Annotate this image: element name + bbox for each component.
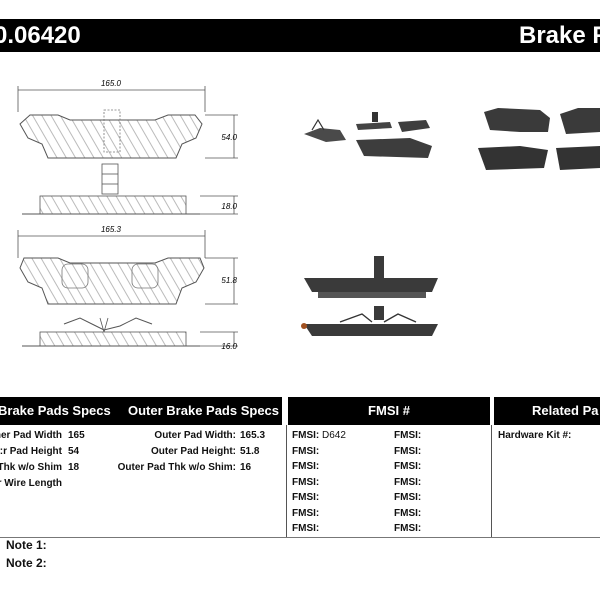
- inner-spec-label: r Wire Length:: [0, 478, 62, 489]
- inner-thickness-dim: 18.0: [221, 202, 237, 211]
- note-2-label: Note 2:: [6, 556, 47, 570]
- column-divider: [491, 425, 492, 537]
- inner-spec-value: 165: [68, 430, 85, 441]
- outer-spec-value: 51.8: [240, 446, 260, 457]
- outer-spec-label: Outer Pad Height:: [150, 446, 236, 457]
- inner-specs-header: Brake Pads Specs Outer Brake Pads Specs: [0, 397, 282, 425]
- inner-pad-drawing: 165.0 54.0 18.0: [17, 79, 238, 215]
- inner-height-dim: 54.0: [221, 133, 237, 142]
- fmsi-label: FMSI:: [394, 507, 422, 519]
- fmsi-header: FMSI #: [288, 397, 490, 425]
- header-bar: 0.06420 Brake F: [0, 19, 600, 52]
- related-header: Related Pa: [494, 397, 600, 425]
- fmsi-title: FMSI #: [368, 403, 410, 418]
- outer-specs-title: Outer Brake Pads Specs: [128, 403, 280, 418]
- outer-thickness-dim: 16.0: [221, 342, 237, 351]
- fmsi-label: FMSI:: [394, 476, 422, 488]
- inner-spec-value: 54: [68, 446, 80, 457]
- outer-spec-value: 165.3: [240, 430, 266, 441]
- inner-spec-label: ner Pad Width:: [0, 430, 62, 441]
- pad-side-photos: [301, 256, 438, 336]
- outer-width-dim: 165.3: [101, 225, 122, 234]
- pad-photos-large: [478, 108, 600, 170]
- note-1-label: Note 1:: [6, 538, 47, 552]
- outer-height-dim: 51.8: [221, 276, 237, 285]
- hardware-kit-label: Hardware Kit #:: [498, 430, 572, 441]
- fmsi-label: FMSI:: [394, 445, 422, 457]
- shim-icon: [101, 163, 119, 195]
- notes-divider: [0, 537, 600, 538]
- inner-specs-title: Brake Pads Specs: [0, 403, 111, 418]
- page-title: Brake F: [519, 22, 600, 49]
- fmsi-label: FMSI:: [292, 523, 320, 534]
- fmsi-label: FMSI:: [292, 445, 320, 457]
- column-divider: [286, 425, 287, 537]
- outer-spec-label: Outer Pad Width:: [154, 430, 236, 441]
- outer-pad-drawing: 165.3 51.8 16.0: [17, 225, 238, 351]
- fmsi-label: FMSI:: [394, 461, 422, 472]
- fmsi-label: FMSI:: [394, 523, 422, 534]
- pad-photos-small: [304, 112, 432, 158]
- inner-spec-value: 18: [68, 462, 80, 473]
- inner-width-dim: 165.0: [101, 79, 122, 88]
- fmsi-label: FMSI:: [394, 430, 422, 441]
- inner-spec-label: r Pad Height:: [0, 446, 62, 457]
- brake-pad-icon: [19, 257, 205, 305]
- fmsi-label: FMSI:: [292, 461, 320, 472]
- fmsi-label: FMSI:: [394, 492, 422, 503]
- part-number: 0.06420: [0, 22, 81, 49]
- fmsi-value: D642: [322, 430, 346, 441]
- outer-spec-value: 16: [240, 462, 252, 473]
- fmsi-label: FMSI:: [292, 430, 320, 441]
- related-title: Related Pa: [532, 403, 599, 418]
- inner-spec-label: Thk w/o Shim:: [0, 462, 62, 473]
- fmsi-label: FMSI:: [292, 492, 320, 503]
- brake-pad-icon: [19, 114, 203, 159]
- technical-drawing: 165.0 54.0 18.0 165.3 51.8: [17, 79, 600, 351]
- outer-spec-label: Outer Pad Thk w/o Shim:: [117, 462, 236, 473]
- fmsi-label: FMSI:: [292, 476, 320, 488]
- wear-sensor-icon: [63, 317, 153, 331]
- fmsi-label: FMSI:: [292, 507, 320, 519]
